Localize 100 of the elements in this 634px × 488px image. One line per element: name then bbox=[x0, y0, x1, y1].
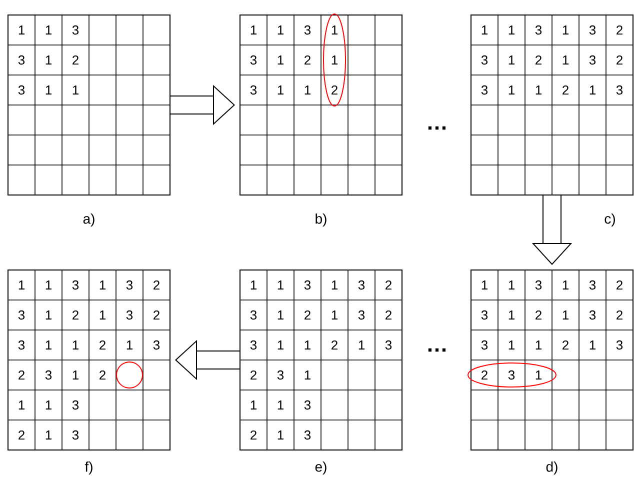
cell-digit: 1 bbox=[332, 280, 338, 290]
cell-digit: 3 bbox=[250, 55, 257, 65]
cell-digit: 1 bbox=[562, 56, 568, 64]
cell-digit: 3 bbox=[535, 25, 542, 35]
panel-label: a) bbox=[83, 213, 94, 227]
cell-digit: 3 bbox=[589, 280, 596, 290]
cell-digit: 1 bbox=[332, 310, 338, 320]
cell-digit: 1 bbox=[304, 340, 310, 350]
cell-digit: 3 bbox=[385, 340, 392, 350]
cell-digit: 3 bbox=[126, 280, 133, 290]
cell-digit: 1 bbox=[72, 340, 78, 350]
cell-digit: 1 bbox=[508, 310, 514, 320]
cell-digit: 1 bbox=[46, 430, 52, 440]
cell-digit: 1 bbox=[278, 310, 284, 320]
cell-digit: 1 bbox=[304, 370, 310, 380]
cell-digit: 1 bbox=[278, 400, 284, 410]
cell-digit: 3 bbox=[72, 280, 79, 290]
cell-digit: 2 bbox=[386, 310, 392, 320]
cell-digit: 2 bbox=[616, 55, 622, 65]
cell-digit: 1 bbox=[332, 56, 338, 64]
cell-digit: 1 bbox=[536, 86, 542, 94]
ellipsis-text: … bbox=[428, 126, 446, 130]
cell-digit: 1 bbox=[72, 86, 78, 94]
panel-label: b) bbox=[316, 213, 326, 227]
cell-digit: 3 bbox=[18, 55, 25, 65]
cell-digit: 1 bbox=[46, 56, 52, 64]
cell-digit: 1 bbox=[278, 340, 284, 350]
cell-digit: 3 bbox=[481, 310, 488, 320]
cell-digit: 1 bbox=[278, 56, 284, 64]
cell-digit: 1 bbox=[536, 340, 542, 350]
panel-label: f) bbox=[84, 461, 92, 475]
cell-digit: 3 bbox=[126, 310, 133, 320]
cell-digit: 3 bbox=[250, 340, 257, 350]
cell-digit: 3 bbox=[616, 85, 623, 95]
cell-digit: 3 bbox=[45, 370, 52, 380]
cell-digit: 1 bbox=[278, 26, 284, 34]
cell-digit: 3 bbox=[304, 400, 311, 410]
cell-digit: 1 bbox=[250, 400, 256, 410]
cell-digit: 3 bbox=[72, 430, 79, 440]
cell-digit: 2 bbox=[386, 280, 392, 290]
cell-digit: 3 bbox=[481, 340, 488, 350]
cell-digit: 1 bbox=[358, 340, 364, 350]
cell-digit: 2 bbox=[482, 370, 488, 380]
cell-digit: 1 bbox=[590, 340, 596, 350]
cell-digit: 1 bbox=[18, 26, 24, 34]
cell-digit: 1 bbox=[100, 280, 106, 290]
cell-digit: 3 bbox=[358, 310, 365, 320]
cell-digit: 2 bbox=[154, 310, 160, 320]
cell-digit: 3 bbox=[358, 280, 365, 290]
cell-digit: 3 bbox=[72, 400, 79, 410]
cell-digit: 2 bbox=[304, 55, 310, 65]
cell-digit: 2 bbox=[72, 310, 78, 320]
cell-digit: 2 bbox=[250, 430, 256, 440]
cell-digit: 3 bbox=[508, 370, 515, 380]
cell-digit: 1 bbox=[482, 280, 488, 290]
cell-digit: 1 bbox=[508, 56, 514, 64]
cell-digit: 1 bbox=[562, 26, 568, 34]
cell-digit: 3 bbox=[304, 430, 311, 440]
cell-digit: 3 bbox=[18, 340, 25, 350]
cell-digit: 1 bbox=[562, 280, 568, 290]
cell-digit: 3 bbox=[535, 280, 542, 290]
cell-digit: 1 bbox=[562, 310, 568, 320]
cell-digit: 1 bbox=[250, 280, 256, 290]
cell-digit: 2 bbox=[562, 340, 568, 350]
cell-digit: 3 bbox=[589, 25, 596, 35]
cell-digit: 1 bbox=[508, 26, 514, 34]
cell-digit: 2 bbox=[616, 280, 622, 290]
cell-digit: 2 bbox=[304, 310, 310, 320]
panel-label: e) bbox=[315, 461, 326, 475]
cell-digit: 1 bbox=[482, 26, 488, 34]
cell-digit: 3 bbox=[481, 85, 488, 95]
cell-digit: 3 bbox=[72, 25, 79, 35]
cell-digit: 1 bbox=[278, 280, 284, 290]
cell-digit: 2 bbox=[72, 55, 78, 65]
panel-label: d) bbox=[546, 461, 558, 475]
ellipsis-text: … bbox=[428, 348, 446, 352]
cell-digit: 1 bbox=[46, 26, 52, 34]
cell-digit: 2 bbox=[616, 25, 622, 35]
cell-digit: 3 bbox=[304, 25, 311, 35]
cell-digit: 3 bbox=[481, 55, 488, 65]
cell-digit: 1 bbox=[72, 370, 78, 380]
cell-digit: 3 bbox=[153, 340, 160, 350]
cell-digit: 2 bbox=[536, 55, 542, 65]
cell-digit: 3 bbox=[18, 310, 25, 320]
cell-digit: 3 bbox=[250, 85, 257, 95]
cell-digit: 1 bbox=[46, 400, 52, 410]
cell-digit: 1 bbox=[304, 86, 310, 94]
cell-digit: 3 bbox=[304, 280, 311, 290]
cell-digit: 1 bbox=[508, 86, 514, 94]
cell-digit: 1 bbox=[46, 310, 52, 320]
cell-digit: 2 bbox=[536, 310, 542, 320]
cell-digit: 2 bbox=[562, 85, 568, 95]
cell-digit: 2 bbox=[18, 430, 24, 440]
cell-digit: 3 bbox=[589, 310, 596, 320]
cell-digit: 1 bbox=[18, 280, 24, 290]
cell-digit: 1 bbox=[46, 280, 52, 290]
cell-digit: 3 bbox=[589, 55, 596, 65]
cell-digit: 1 bbox=[46, 86, 52, 94]
cell-digit: 2 bbox=[100, 340, 106, 350]
cell-digit: 1 bbox=[332, 26, 338, 34]
